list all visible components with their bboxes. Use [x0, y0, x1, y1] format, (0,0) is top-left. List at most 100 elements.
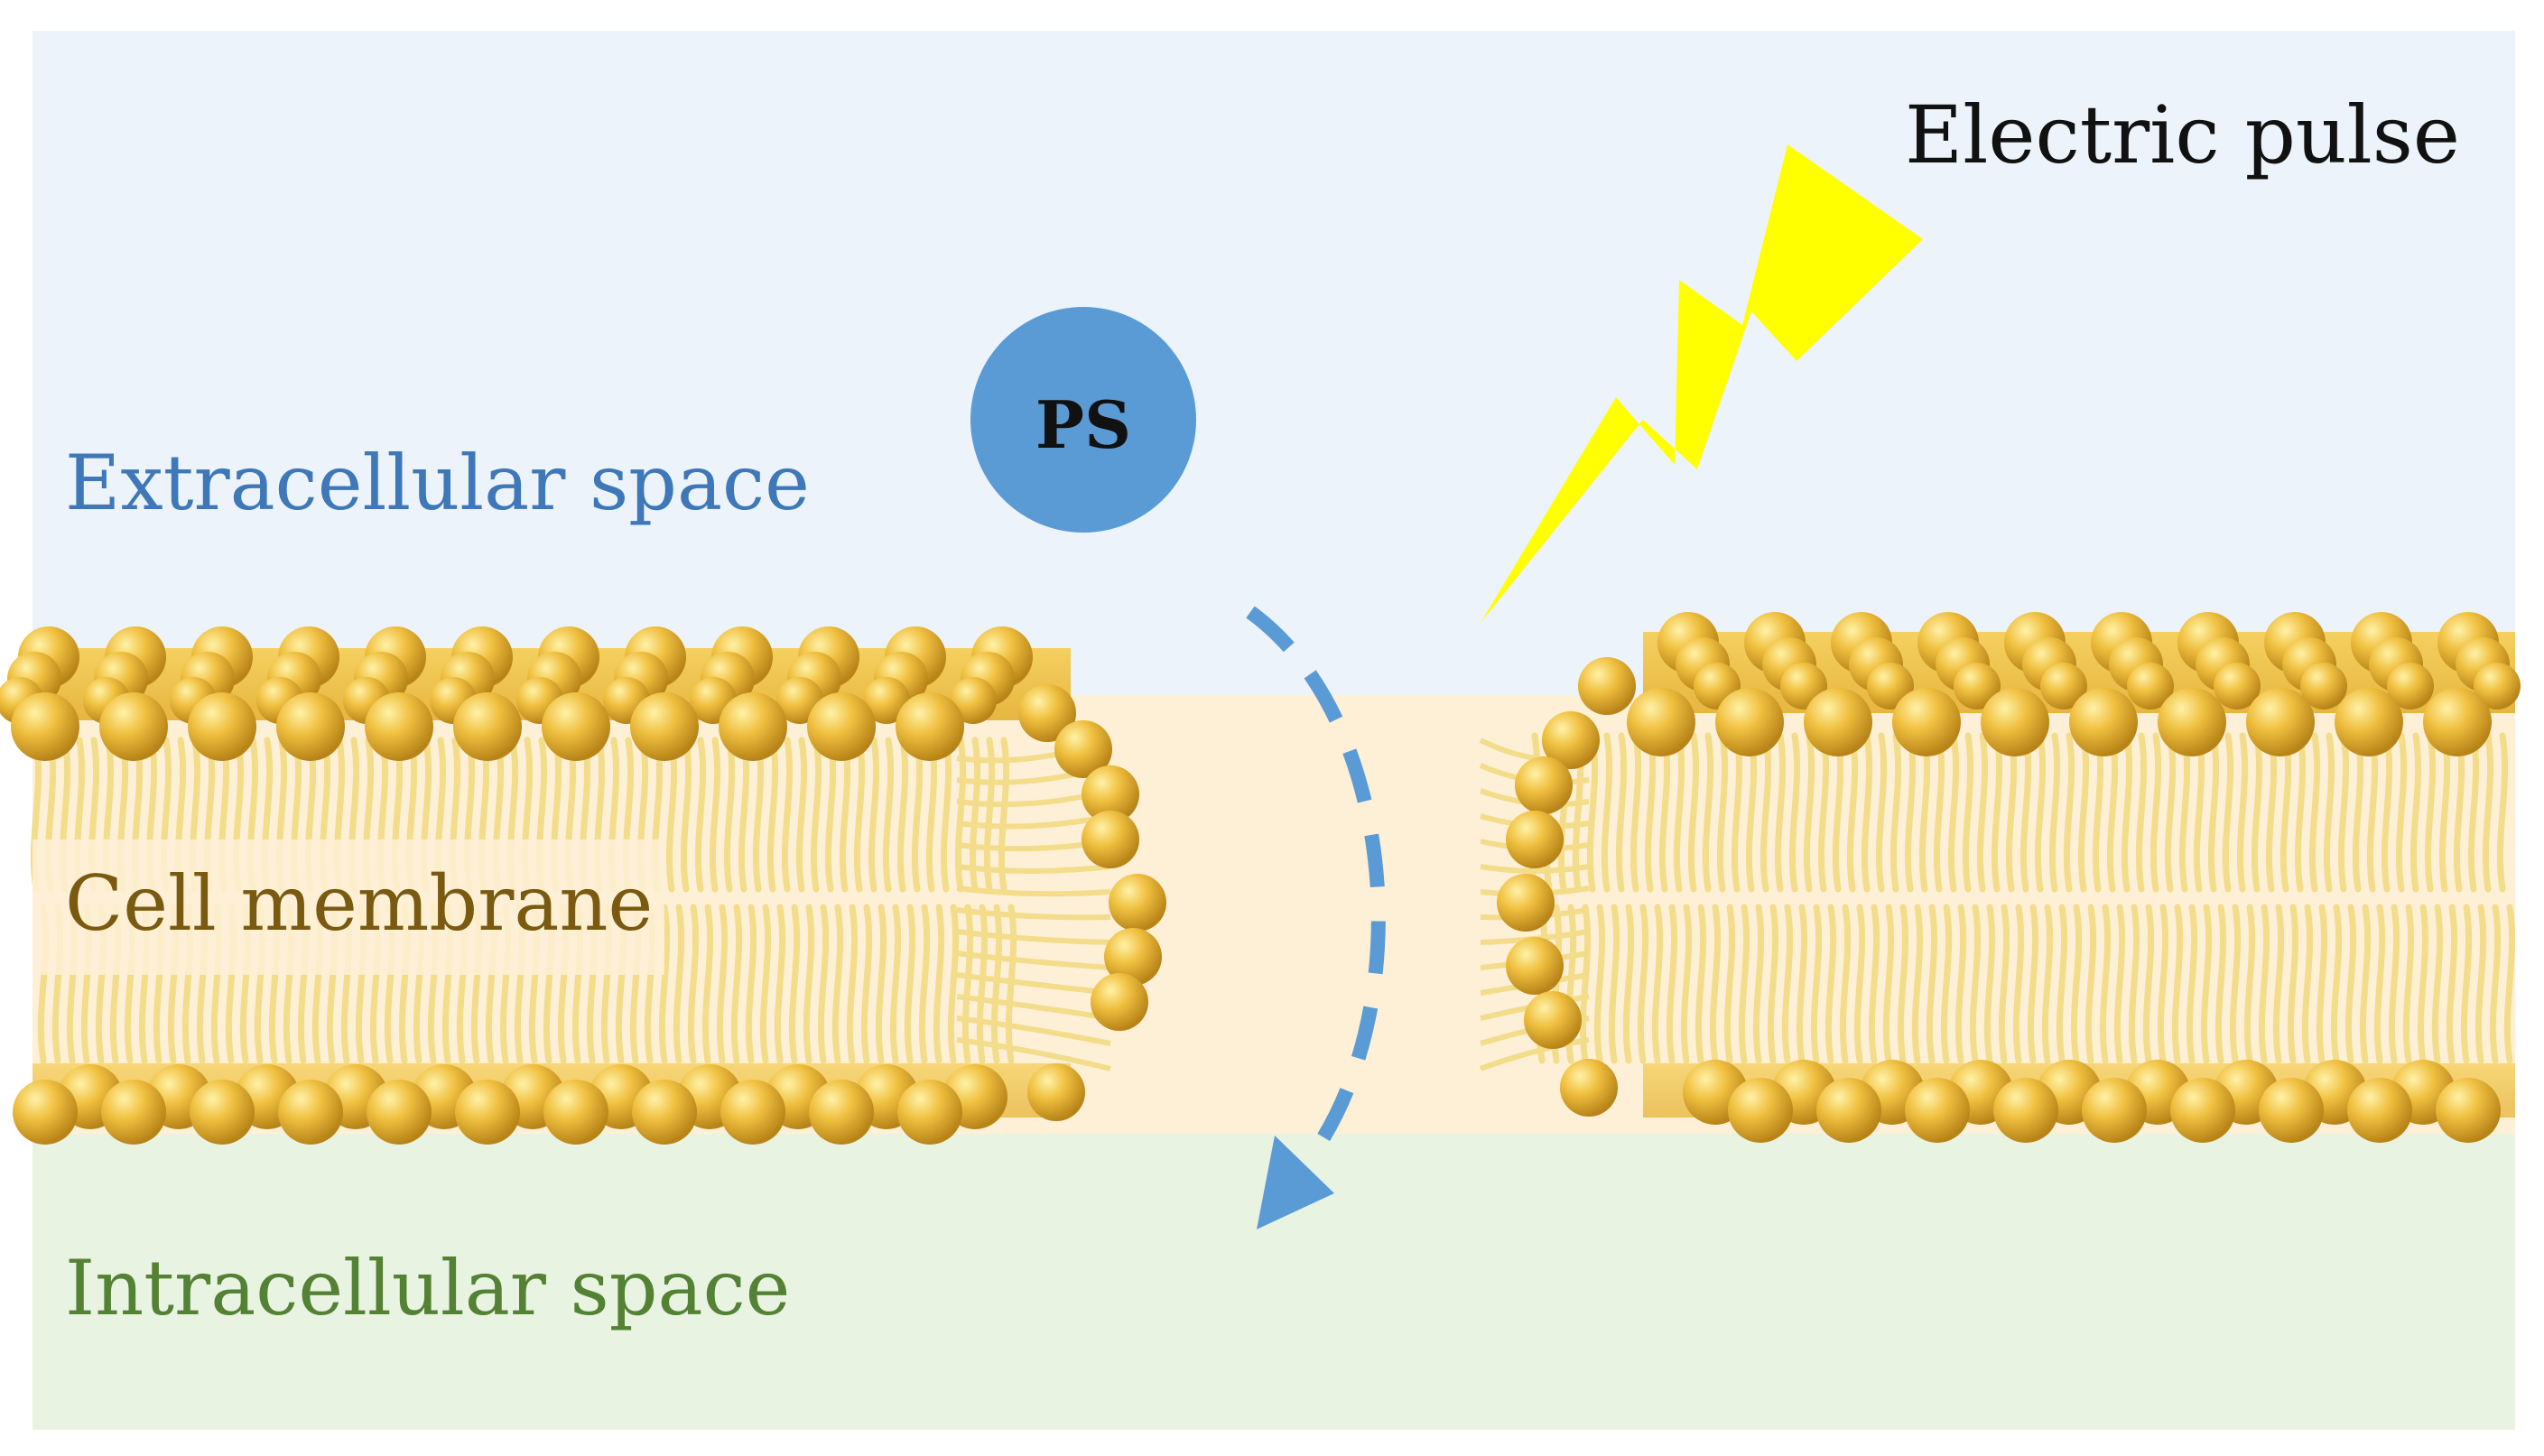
- lipid-tail: [2243, 904, 2256, 1064]
- lipid-head: [2082, 1078, 2147, 1143]
- lipid-tails-left: [30, 737, 1111, 1071]
- lipid-tail: [701, 904, 714, 1064]
- lipid-tail: [2417, 904, 2429, 1064]
- lipid-head: [1104, 928, 1162, 986]
- lipid-head: [453, 692, 522, 761]
- lipid-tail: [2301, 904, 2314, 1064]
- lipid-head: [1018, 684, 1076, 742]
- lipid-head: [1082, 765, 1139, 823]
- lipid-tail: [2171, 904, 2184, 1064]
- lipid-tail: [2121, 732, 2133, 893]
- lipid-tail: [956, 929, 1111, 945]
- lipid-tail: [1861, 732, 1873, 893]
- lipid-tail: [831, 904, 844, 1064]
- lipid-head: [101, 1080, 166, 1145]
- lipid-tail: [2272, 904, 2285, 1064]
- lipid-tail: [673, 904, 685, 1064]
- lipid-head: [1054, 720, 1112, 778]
- lipid-head: [1578, 657, 1636, 715]
- lipid-tail: [933, 904, 945, 1064]
- lipid-tail: [947, 904, 960, 1064]
- lipid-tail: [2070, 904, 2083, 1064]
- lipid-tail: [1608, 904, 1620, 1064]
- lipid-head: [2170, 1078, 2235, 1143]
- lipid-tail: [1629, 732, 1642, 893]
- lipid-tail: [1738, 904, 1750, 1064]
- lipid-tail: [1752, 904, 1765, 1064]
- lipid-head: [1728, 1078, 1793, 1143]
- lipid-tail: [1622, 904, 1635, 1064]
- lipid-head: [99, 692, 168, 761]
- lipid-tail: [882, 737, 895, 893]
- lipid-tail: [956, 1037, 1111, 1071]
- lipid-tail: [2323, 732, 2335, 893]
- lipid-head: [1816, 1078, 1881, 1143]
- lipid-tail: [2222, 732, 2234, 893]
- lipid-tail: [1875, 732, 1888, 893]
- lipid-tail: [2503, 904, 2516, 1064]
- lipid-tail: [1983, 904, 1996, 1064]
- lipid-tail: [904, 904, 916, 1064]
- lipid-head: [1542, 711, 1600, 769]
- lipid-tail: [716, 904, 729, 1064]
- lipid-head: [365, 692, 433, 761]
- lipid-tail: [2077, 732, 2090, 893]
- lipid-heads-right: [1497, 612, 2521, 1143]
- lipid-tail: [687, 904, 700, 1064]
- lipid-tail: [2446, 904, 2458, 1064]
- lipid-tail: [940, 737, 952, 893]
- lipid-tail: [766, 737, 779, 893]
- lipid-tail: [2048, 732, 2061, 893]
- lipid-head: [1091, 973, 1148, 1031]
- lipid-tail: [868, 737, 880, 893]
- lipid-tail: [2482, 732, 2494, 893]
- lipid-tail: [1868, 904, 1880, 1064]
- lipid-tail: [1962, 732, 1974, 893]
- lipid-head: [542, 692, 610, 761]
- lipid-tail: [2113, 904, 2126, 1064]
- lipid-tail: [2330, 904, 2343, 1064]
- lipid-head: [1954, 663, 2001, 709]
- lipid-tail: [2258, 904, 2270, 1064]
- lipid-head: [807, 692, 876, 761]
- lipid-head: [1027, 1063, 1085, 1121]
- lipid-tail: [2359, 904, 2372, 1064]
- lipid-tail: [2489, 904, 2502, 1064]
- lipid-head: [632, 1080, 697, 1145]
- lipid-tail: [1723, 904, 1736, 1064]
- lipid-head: [1715, 688, 1784, 756]
- lipid-head: [2474, 663, 2521, 709]
- lipid-tail: [2157, 904, 2169, 1064]
- lipid-head: [719, 692, 787, 761]
- lipid-tail: [2164, 732, 2177, 893]
- lipid-tail: [1803, 732, 1815, 893]
- lipid-head: [1560, 1059, 1618, 1117]
- lipid-tail: [956, 1015, 1111, 1046]
- lipid-head: [1892, 688, 1961, 756]
- lipid-head: [2158, 688, 2226, 756]
- lipid-tail: [1694, 904, 1707, 1064]
- lipid-tail: [956, 951, 1111, 970]
- lipid-tail: [2344, 904, 2357, 1064]
- lipid-tail: [2395, 732, 2408, 893]
- lipid-tail: [2099, 904, 2112, 1064]
- electric-pulse-label: Electric pulse: [1905, 88, 2460, 181]
- lipid-tail: [2236, 732, 2249, 893]
- lipid-tail: [1911, 904, 1924, 1064]
- lipid-tail: [1687, 732, 1700, 893]
- lipid-head: [2347, 1078, 2412, 1143]
- lipid-tail: [781, 737, 794, 893]
- lipid-head: [1905, 1078, 1970, 1143]
- lipid-head: [896, 692, 964, 761]
- lipid-tail: [1781, 904, 1794, 1064]
- lipid-tail: [956, 972, 1111, 996]
- lipid-tail: [680, 737, 692, 893]
- lipid-tail: [2142, 904, 2155, 1064]
- extracellular-region: [32, 31, 2515, 695]
- lipid-head: [1867, 663, 1914, 709]
- lipid-tail: [2381, 732, 2393, 893]
- lipid-tail: [2041, 904, 2054, 1064]
- lipid-tail: [2200, 904, 2213, 1064]
- lipid-tail: [2251, 732, 2263, 893]
- lipid-tail: [2496, 732, 2509, 893]
